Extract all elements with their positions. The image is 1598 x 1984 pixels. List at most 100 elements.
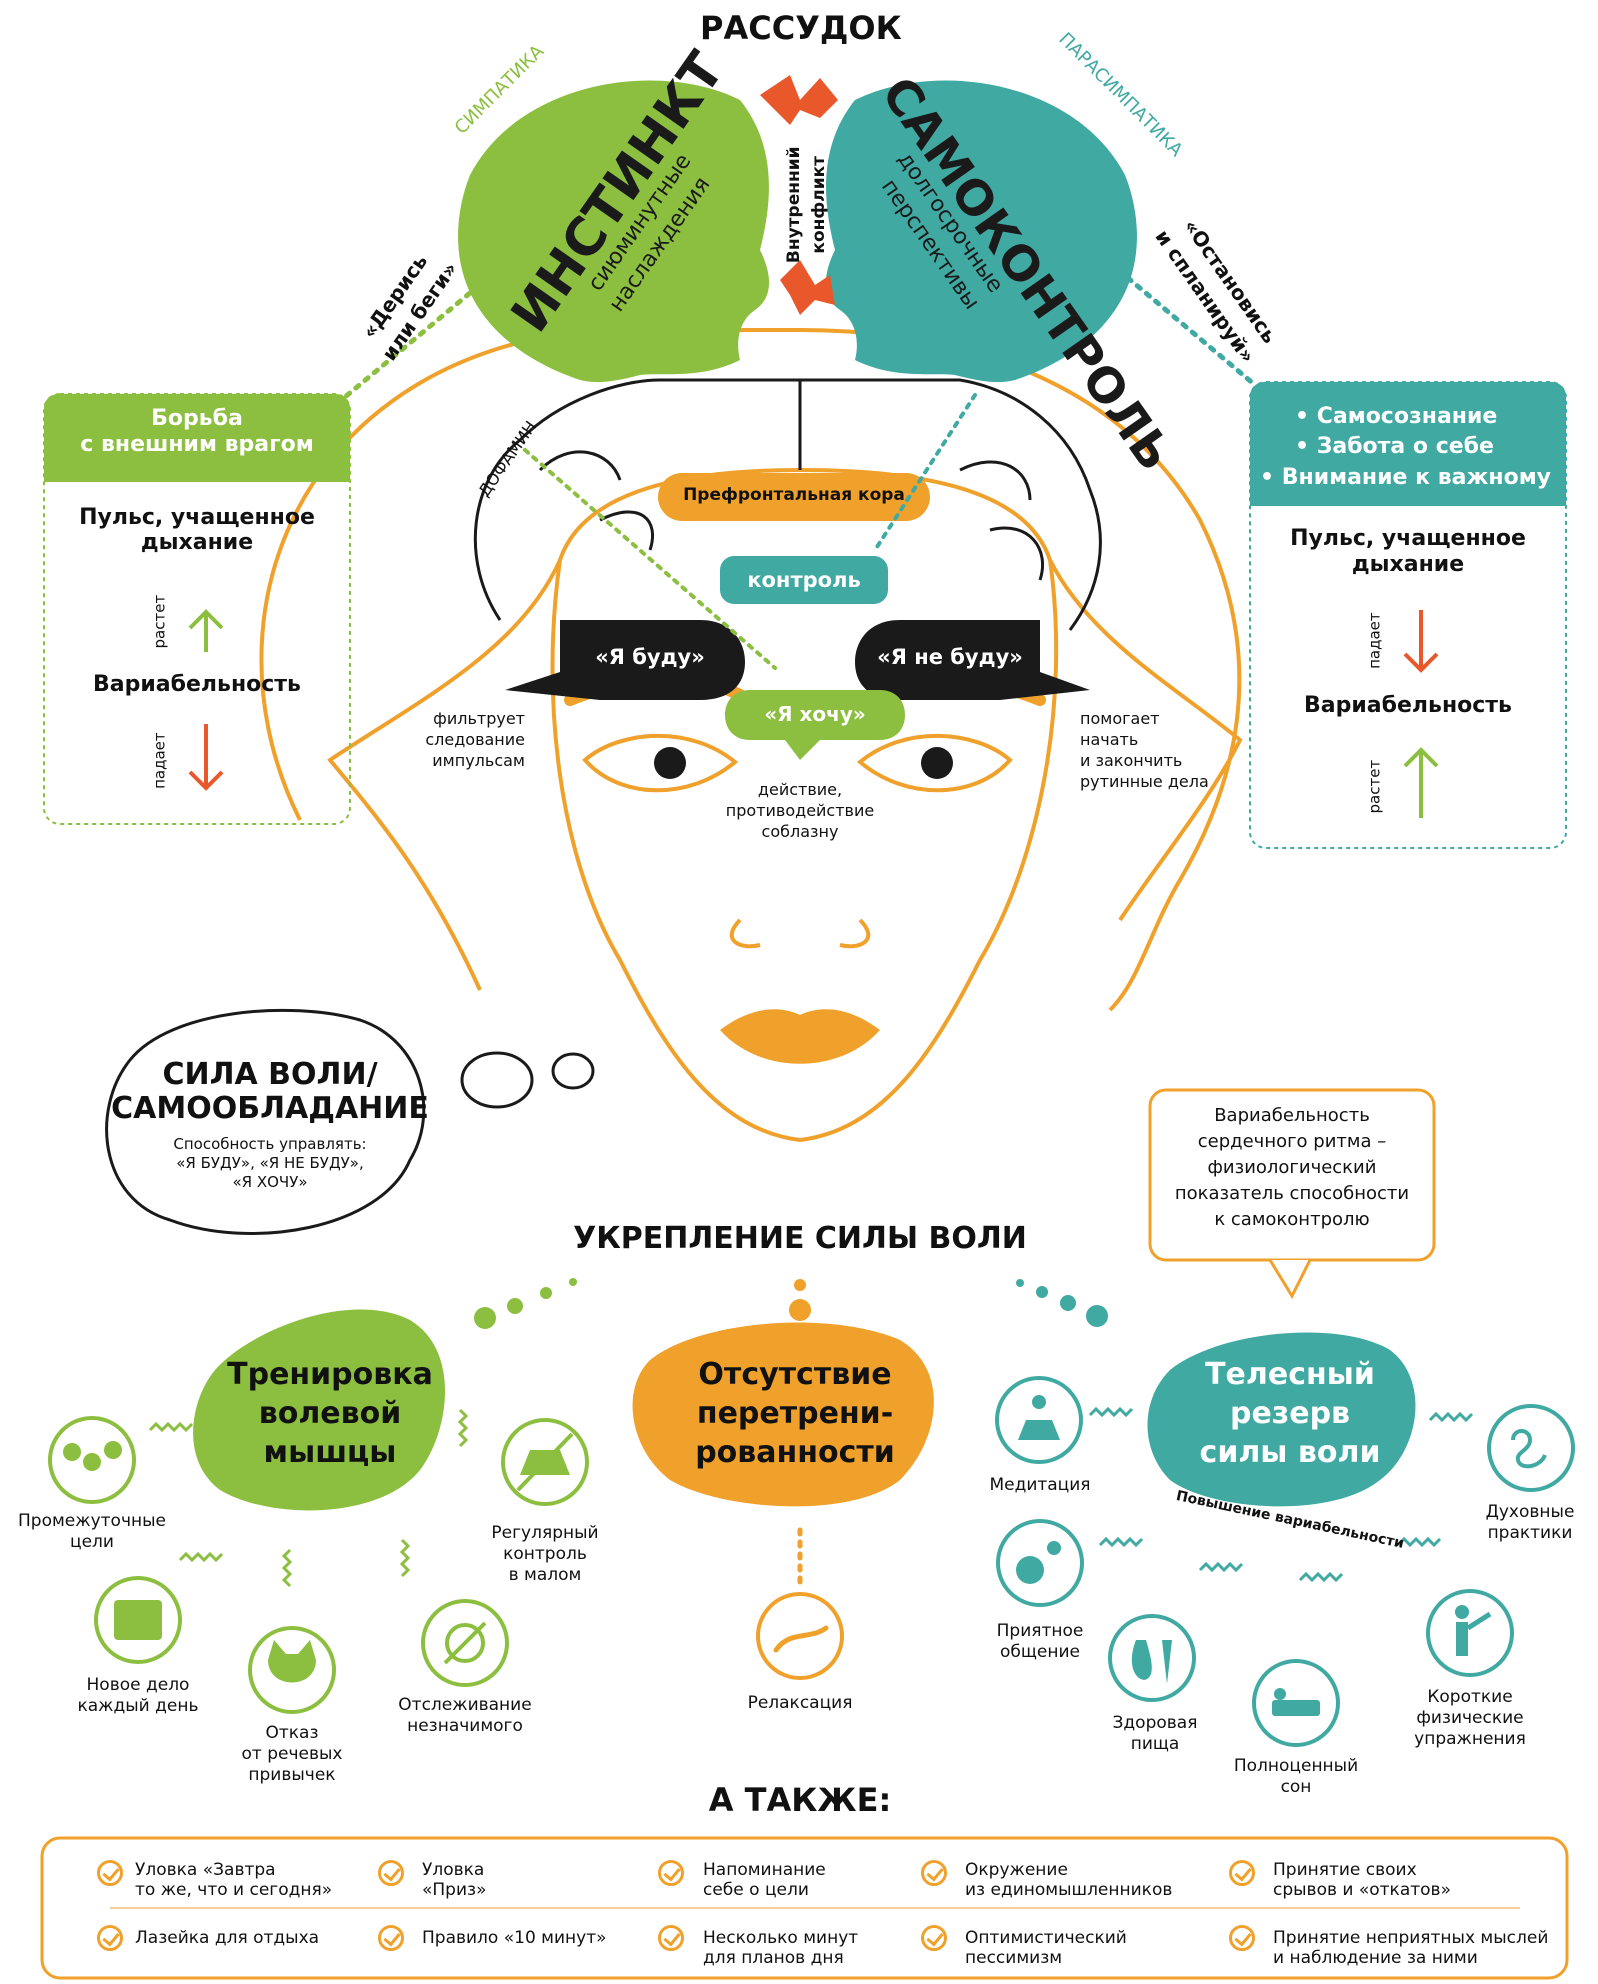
i-want-label: «Я хочу» bbox=[764, 702, 866, 726]
no-overtraining-3: рованности bbox=[695, 1435, 895, 1470]
exercise-icon bbox=[1426, 1589, 1514, 1677]
strengthen-title: УКРЕПЛЕНИЕ СИЛЫ ВОЛИ bbox=[573, 1221, 1027, 1256]
i-will-bubble-bg bbox=[505, 620, 745, 700]
also-item-9-line-2: пессимизм bbox=[965, 1948, 1063, 1969]
goals-label-1: Промежуточные bbox=[18, 1511, 166, 1531]
helps-1: помогает bbox=[1080, 709, 1160, 728]
prefrontal-pill-bg bbox=[658, 473, 930, 521]
regular-label-2: контроль bbox=[503, 1544, 587, 1564]
new-task-label-2: каждый день bbox=[77, 1696, 199, 1716]
left-box-header: Борьба с внешним врагом bbox=[44, 394, 350, 482]
training-3: мышцы bbox=[263, 1435, 397, 1470]
regular-label-3: в малом bbox=[508, 1565, 582, 1585]
willpower-sub-3: «Я ХОЧУ» bbox=[232, 1173, 308, 1191]
left-dotted-connector bbox=[342, 275, 491, 400]
regular-label-1: Регулярный bbox=[491, 1523, 599, 1543]
action-2: противодействие bbox=[725, 801, 875, 820]
also-item-2: Уловка«Приз» bbox=[422, 1860, 486, 1901]
meditation-label: Медитация bbox=[989, 1475, 1091, 1495]
check-icon bbox=[1229, 1925, 1255, 1951]
willpower-sub-1: Способность управлять: bbox=[173, 1135, 367, 1153]
check-icon bbox=[97, 1860, 123, 1886]
left-pulse-1: Пульс, учащенное bbox=[79, 505, 315, 530]
conflict-lightning-bottom bbox=[780, 260, 835, 315]
also-item-10-line-1: Принятие неприятных мыслей bbox=[1273, 1928, 1549, 1948]
dot-right-2 bbox=[1060, 1295, 1076, 1311]
right-variability: Вариабельность bbox=[1304, 693, 1512, 718]
training-blob bbox=[193, 1309, 445, 1511]
also-item-5-line-2: срывов и «откатов» bbox=[1273, 1880, 1451, 1901]
relaxation-icon bbox=[756, 1592, 844, 1680]
squiggle-11 bbox=[1396, 1536, 1442, 1548]
body-reserve-1: Телесный bbox=[1205, 1357, 1375, 1392]
thought-dot-small bbox=[551, 1052, 595, 1090]
speech-label-3: привычек bbox=[248, 1765, 336, 1785]
body-reserve-3: силы воли bbox=[1199, 1435, 1381, 1470]
action-1: действие, bbox=[757, 780, 843, 799]
check-icon bbox=[658, 1860, 684, 1886]
dot-left-2 bbox=[507, 1298, 523, 1314]
sleep-icon bbox=[1252, 1659, 1340, 1747]
hrv-note-tail bbox=[1268, 1259, 1312, 1300]
willpower-cloud bbox=[105, 1008, 426, 1235]
also-box bbox=[40, 1836, 1569, 1980]
right-pupil bbox=[921, 747, 953, 779]
hrv-note-4: показатель способности bbox=[1174, 1183, 1410, 1204]
squiggle-7 bbox=[1428, 1411, 1474, 1423]
hrv-note-1: Вариабельность bbox=[1214, 1105, 1370, 1126]
also-item-8-line-1: Несколько минут bbox=[703, 1928, 859, 1948]
hrv-note-5: к самоконтролю bbox=[1214, 1209, 1370, 1230]
control-pill-bg bbox=[720, 556, 888, 604]
bug-tracking-icon bbox=[421, 1599, 509, 1687]
action-3: соблазну bbox=[761, 822, 839, 841]
thought-dot-large bbox=[460, 1051, 534, 1109]
hair-left bbox=[327, 559, 562, 991]
exercise-label-3: упражнения bbox=[1414, 1729, 1526, 1749]
i-want-bubble-bg bbox=[725, 690, 905, 760]
also-item-5-line-1: Принятие своих bbox=[1273, 1860, 1417, 1880]
squiggle-6 bbox=[1088, 1406, 1134, 1418]
left-rises: растет bbox=[150, 594, 169, 649]
spiritual-label-1: Духовные bbox=[1485, 1502, 1575, 1522]
training-2: волевой bbox=[258, 1396, 402, 1431]
check-icon bbox=[921, 1925, 947, 1951]
i-wont-label: «Я не буду» bbox=[877, 645, 1023, 669]
right-up-arrow bbox=[1403, 747, 1439, 818]
left-pulse-2: дыхание bbox=[140, 530, 254, 555]
hair-right bbox=[1048, 559, 1243, 922]
squiggle-1 bbox=[148, 1421, 194, 1433]
helps-2: начать bbox=[1080, 730, 1139, 749]
dot-left-1 bbox=[474, 1307, 496, 1329]
willpower-title-1: СИЛА ВОЛИ/ bbox=[162, 1057, 378, 1092]
left-box-head-2: с внешним врагом bbox=[80, 432, 314, 458]
spiritual-label-2: практики bbox=[1487, 1523, 1573, 1543]
sleep-label-2: сон bbox=[1280, 1777, 1312, 1797]
right-box-item-3: • Внимание к важному bbox=[1260, 464, 1552, 490]
check-icon bbox=[97, 1925, 123, 1951]
helps-4: рутинные дела bbox=[1080, 772, 1209, 791]
squiggle-9 bbox=[1298, 1571, 1344, 1583]
filters-3: импульсам bbox=[432, 751, 525, 770]
also-item-7: Правило «10 минут» bbox=[422, 1928, 607, 1948]
selfcontrol-head bbox=[825, 80, 1137, 383]
right-eye bbox=[856, 733, 1013, 793]
training-1: Тренировка bbox=[227, 1357, 433, 1392]
squiggle-8 bbox=[1098, 1536, 1144, 1548]
dot-right-3 bbox=[1036, 1286, 1048, 1298]
dot-mid-2 bbox=[794, 1279, 806, 1291]
control-arrow bbox=[873, 393, 977, 552]
also-title: А ТАКЖЕ: bbox=[708, 1781, 892, 1819]
squiggle-3 bbox=[281, 1548, 293, 1588]
also-item-3-line-1: Напоминание bbox=[703, 1860, 826, 1880]
relax-label: Релаксация bbox=[747, 1693, 853, 1713]
dopamine-arrow bbox=[523, 448, 777, 670]
right-falls: падает bbox=[1365, 612, 1384, 669]
calendar-icon bbox=[94, 1576, 182, 1664]
right-pulse-2: дыхание bbox=[1351, 552, 1465, 577]
right-box-header: • Самосознание • Забота о себе • Внимани… bbox=[1250, 382, 1566, 506]
brain-folds bbox=[538, 380, 1045, 581]
top-title: РАССУДОК bbox=[700, 9, 902, 47]
